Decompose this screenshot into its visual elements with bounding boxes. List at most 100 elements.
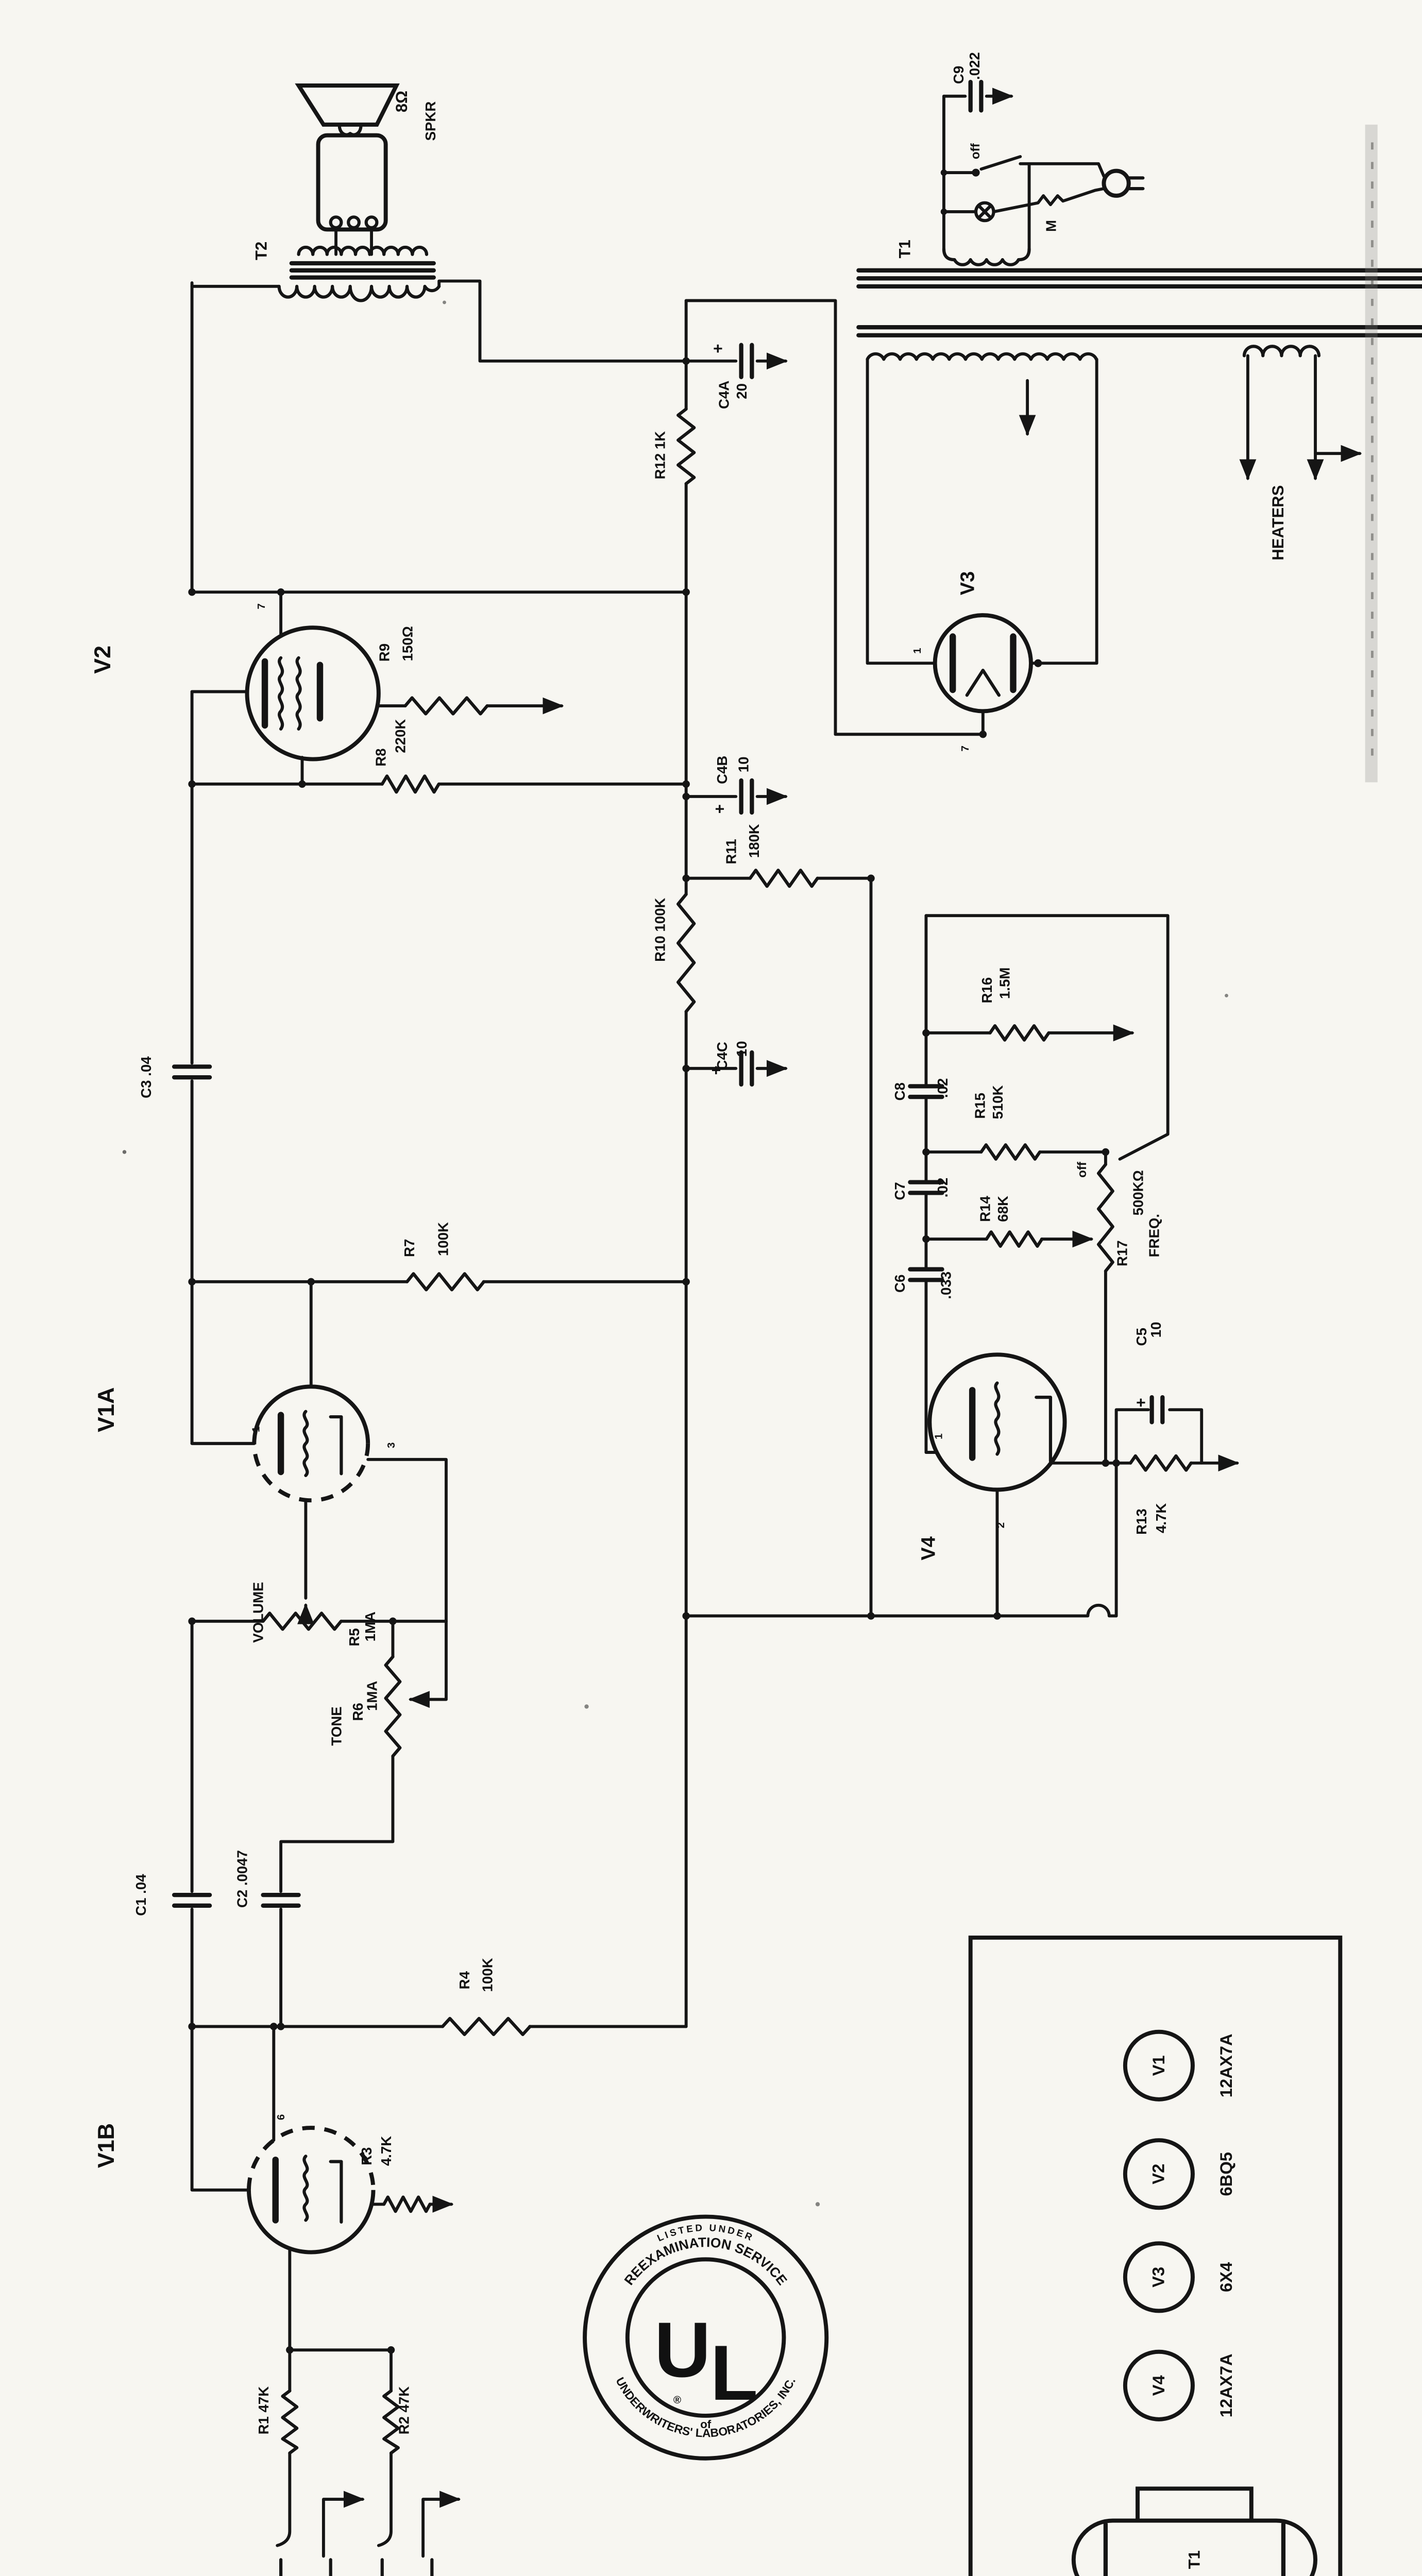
schematic-label: R6 [350,1703,366,1721]
line-to-plug-top [1019,162,1106,178]
chart-tube-name: 12AX7A [1216,2033,1235,2097]
schematic-label: R16 [979,977,995,1004]
resistor-r1 [276,2348,299,2547]
capacitor-c3 [172,690,256,1445]
schematic-label: 6 [275,2114,287,2121]
schematic-label: R11 [723,839,739,864]
schematic-label: 10 [1148,1322,1164,1338]
schematic-label: R5 [346,1628,362,1646]
schematic-label: C2 .0047 [234,1850,250,1908]
schematic-label: 10 [735,757,751,773]
capacitor-c4b [684,781,786,812]
junction-dots [188,169,1120,2354]
capacitor-c7 [908,1180,944,1195]
chart-tube-id: V2 [1149,2164,1168,2184]
schematic-label: C4C [714,1042,730,1070]
schematic-label: 7 [256,603,267,609]
resistor-r4 [190,2016,688,2037]
seal-of-word: of [700,2418,712,2431]
tone-network [908,914,1170,1465]
schematic-label: R9 [377,643,393,662]
fuse-m [992,187,1106,213]
return-wire [684,1603,1118,1618]
schematic-label: HEATERS [1269,485,1287,561]
schematic-label: C7 [892,1182,908,1200]
resistor-r16 [924,1026,1132,1040]
seal-registered-mark: ® [673,2394,681,2406]
schematic-label: .02 [935,1178,951,1197]
schematic-label: 2 [995,1522,1007,1529]
tube-v3 [834,613,1042,736]
schematic-label: R12 1K [652,431,668,480]
capacitor-c8 [908,1084,944,1099]
t1-primary-coil [942,247,1031,266]
schematic-label: T2 [252,242,270,260]
schematic-label: C9 [951,66,967,84]
cathode-network-v4 [1114,1395,1238,1618]
schematic-label: R15 [972,1093,988,1119]
chart-tube-v4: V4 12AX7A [1123,2349,1235,2421]
capacitor-c1 [172,1619,212,2028]
schematic-label: T1 [895,240,913,258]
schematic-label: off [1075,1161,1089,1178]
schematic-label: 500KΩ [1130,1170,1146,1215]
schematic-label: C5 [1133,1328,1149,1346]
schematic-label: C1 .04 [133,1874,149,1916]
tube-v1b [190,2025,386,2352]
schematic-label: C4B [714,756,730,784]
screen-supply-wire [190,281,688,594]
chart-transformer-t1: T1 [1071,2486,1317,2576]
pot-r5-volume [190,1603,448,1631]
schematic-label: TONE [328,1706,344,1745]
chart-t1-label: T1 [1186,2550,1204,2569]
schematic-label: FREQ. [1146,1214,1162,1257]
input-section [276,2348,459,2576]
schematic-label: R4 [456,1971,472,1989]
schematic-label: C3 .04 [138,1056,154,1098]
schematic-label: + [709,344,727,353]
schematic-label: 4.7K [1153,1503,1169,1533]
schematic-label: VOLUME [250,1582,266,1643]
tube-chart: V1 12AX7A V2 6BQ5 V3 6X4 V4 12AX7A T1 [968,1935,1343,2576]
schematic-label: off [969,143,983,159]
chart-tube-id: V3 [1149,2267,1168,2287]
resistor-r7 [190,1272,688,1292]
chart-tube-name: 12AX7A [1216,2353,1235,2417]
schematic-label: 10 [734,1041,750,1057]
capacitor-c4a [684,345,786,377]
schematic-label: R2 47K [396,2386,412,2435]
schematic-label: C8 [892,1082,908,1100]
schematic-label: 220K [393,719,409,753]
schematic-label: R7 [401,1239,417,1257]
capacitor-c6 [908,1267,944,1282]
schematic-label: V4 [918,1536,940,1560]
schematic-label: 1MA [362,1612,378,1641]
resistor-r15 [924,1143,1107,1161]
schematic-label: .033 [938,1272,954,1299]
schematic-label: 100K [435,1222,451,1256]
schematic-label: .022 [967,52,983,80]
resistor-r12 [676,407,696,485]
ac-input-circuit [942,82,1145,251]
tube-v4 [924,1352,1118,1618]
schematic-label: V1B [93,2123,119,2168]
schematic-label: V2 [89,646,115,674]
transformer-t1 [856,247,1422,665]
input-jack-1 [279,2499,363,2576]
chart-tube-v3: V3 6X4 [1123,2241,1235,2313]
chart-tube-v2: V2 6BQ5 [1123,2138,1235,2210]
t1-hv-secondary [866,352,1098,361]
schematic-label: 1.5M [997,968,1013,999]
schematic-label: 68K [995,1196,1011,1222]
resistor-r2 [377,2348,400,2547]
schematic-label: R13 [1133,1509,1149,1535]
resistor-r9 [403,696,564,716]
chart-tube-id: V4 [1149,2375,1168,2396]
chart-tube-name: 6BQ5 [1216,2152,1235,2196]
schematic-label: R10 100K [652,898,668,962]
schematic-label: R17 [1114,1240,1130,1266]
pilot-lamp [942,201,995,223]
schematic-label: V1A [93,1387,119,1432]
transformer-t2 [190,245,688,363]
